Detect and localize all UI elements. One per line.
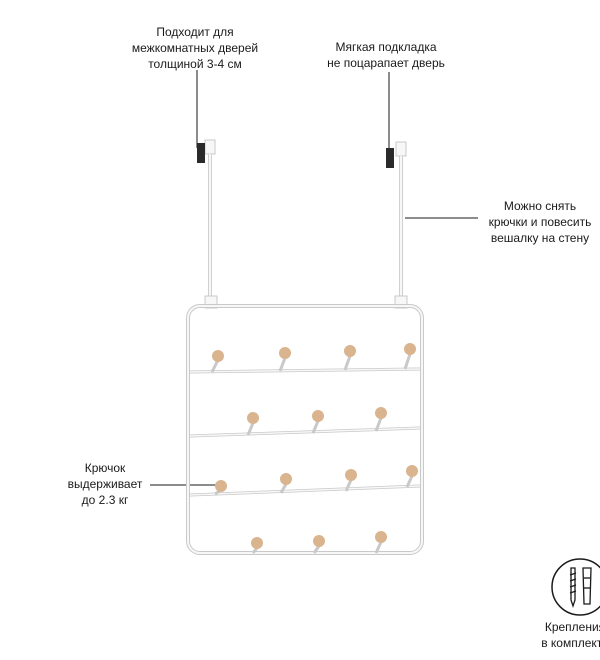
- door-fit-annotation: Подходит для межкомнатных дверей толщино…: [131, 25, 259, 71]
- hook-row-3: [214, 465, 418, 496]
- hooks: [210, 343, 418, 554]
- soft-pad-annotation: Мягкая подкладка не поцарапает дверь: [327, 40, 445, 70]
- hook-row-2: [246, 407, 387, 436]
- mounting-kit-annotation: Крепления в комплекте: [541, 620, 600, 650]
- soft-pad-right: [386, 148, 394, 168]
- wall-mount-annotation: Можно снять крючки и повесить вешалку на…: [488, 199, 592, 245]
- hook-load-annotation: Крючок выдерживает до 2.3 кг: [67, 461, 143, 507]
- door-hook-left: [197, 139, 216, 298]
- leader-lines: [150, 70, 478, 486]
- screw-and-anchor-icon: [551, 558, 600, 616]
- hook-row-1: [210, 343, 416, 373]
- hanger-frame: [186, 304, 424, 555]
- hook-row-4: [251, 531, 387, 554]
- door-hook-right: [386, 141, 407, 298]
- soft-pad-left: [197, 143, 205, 163]
